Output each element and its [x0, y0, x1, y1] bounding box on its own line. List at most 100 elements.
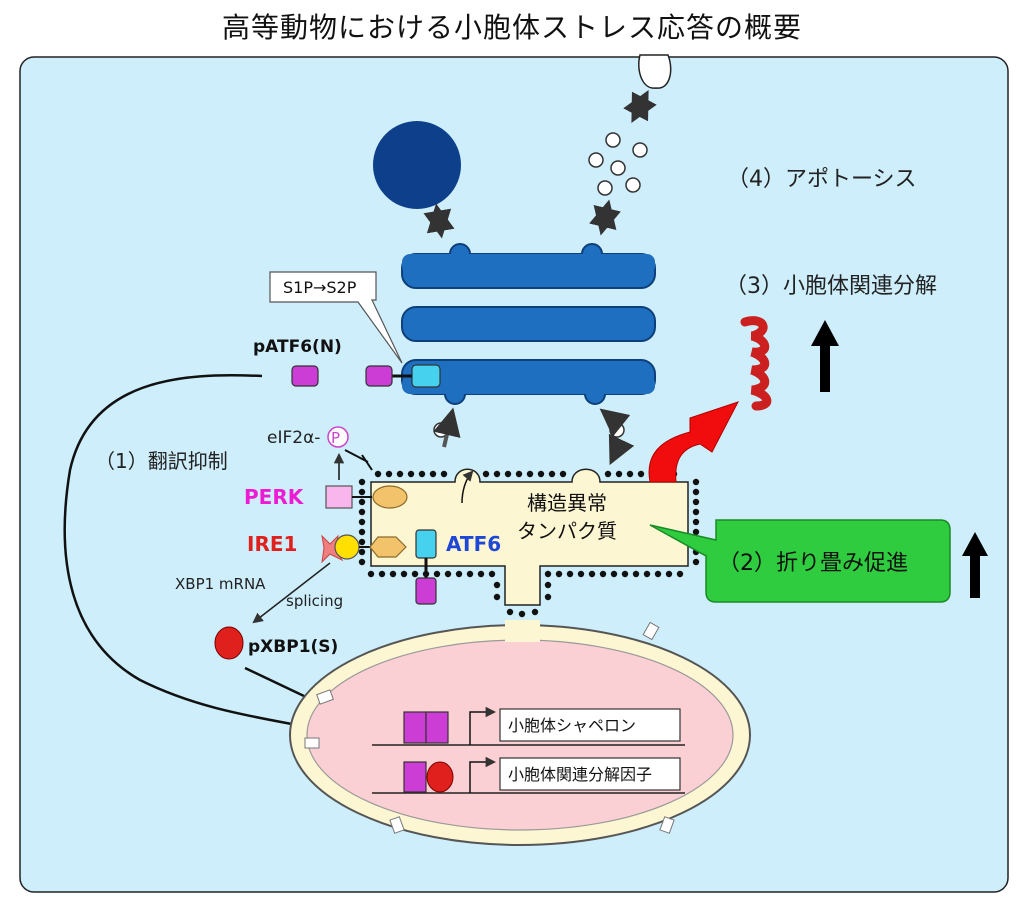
- s1p-s2p-label: S1P→S2P: [283, 278, 357, 297]
- ribosome-dot: [358, 508, 366, 516]
- ribosome-dot: [599, 570, 607, 578]
- ribosome-dot: [526, 470, 534, 478]
- ribosome-dot: [692, 498, 700, 506]
- ribosome-dot: [615, 470, 623, 478]
- phospho-circle: [327, 426, 349, 448]
- ribosome-dot: [665, 570, 673, 578]
- ribosome-dot: [626, 470, 634, 478]
- xbp1-mrna-label: XBP1 mRNA: [175, 575, 266, 593]
- gene-erad-row: 小胞体関連分解因子: [372, 756, 685, 794]
- perk-receptor: [325, 485, 353, 509]
- ribosome-dot: [604, 470, 612, 478]
- atf6-er-cyan: [415, 529, 437, 559]
- degraded-protein: [740, 316, 772, 411]
- s1p-s2p-callout: S1P→S2P: [269, 271, 403, 364]
- ribosome-dot: [493, 593, 501, 601]
- gene-chaperone-label: 小胞体シャペロン: [508, 716, 636, 735]
- ire1-luminal: [369, 536, 407, 558]
- erad-label: （3）小胞体関連分解: [725, 274, 937, 299]
- ribosome-dot: [643, 570, 651, 578]
- erad-red-arrow: [648, 401, 740, 483]
- atf6-n-fragment: [365, 365, 393, 387]
- ribosome-dot: [555, 570, 563, 578]
- misfolded-protein-label-1: 構造異常: [527, 491, 607, 515]
- ribosome-dot: [504, 470, 512, 478]
- splicing-label: splicing: [286, 592, 343, 610]
- folding-label: （2）折り畳み促進: [718, 551, 908, 576]
- ribosome-dot: [506, 608, 514, 616]
- ribosome-dot: [632, 570, 640, 578]
- ribosome-dot: [559, 470, 567, 478]
- gene-chaperone-row: 小胞体シャペロン: [372, 706, 685, 746]
- ribosome-dot: [378, 570, 386, 578]
- folding-up-arrow: [962, 532, 988, 598]
- ribosome-dot: [477, 570, 485, 578]
- ribosome-dot: [429, 470, 437, 478]
- ribosome-dot: [515, 470, 523, 478]
- ribosome-dot: [692, 528, 700, 536]
- perk-label: PERK: [244, 485, 305, 509]
- ribosome-dot: [411, 570, 419, 578]
- ribosome-dot: [374, 470, 382, 478]
- ribosome-dot: [440, 470, 448, 478]
- ribosome-dot: [358, 498, 366, 506]
- ribosome-dot: [610, 570, 618, 578]
- translation-label: （1）翻訳抑制: [95, 449, 228, 473]
- ribosome-dot: [637, 470, 645, 478]
- ribosome-dot: [385, 470, 393, 478]
- ribosome-dot: [518, 610, 526, 618]
- ribosome-dot: [444, 570, 452, 578]
- pxbp1s-label: pXBP1(S): [248, 637, 338, 657]
- ribosome-dot: [358, 548, 366, 556]
- ire1-label: IRE1: [247, 532, 297, 556]
- nuclear-pore: [304, 621, 675, 834]
- ribosome-dot: [544, 570, 552, 578]
- ribosome-dot: [358, 478, 366, 486]
- ribosome-dot: [692, 558, 700, 566]
- ribosome-dot: [358, 528, 366, 536]
- ribosome-dot: [493, 581, 501, 589]
- ribosome-dot: [588, 570, 596, 578]
- ribosome-dot: [544, 593, 552, 601]
- folding-callout: （2）折り畳み促進: [649, 519, 951, 603]
- ribosome-dot: [407, 470, 415, 478]
- ribosome-dot: [358, 518, 366, 526]
- atf6-golgi-cyan: [411, 364, 441, 388]
- ribosome-dot: [482, 470, 490, 478]
- apoptosis-label: （4）アポトーシス: [727, 167, 917, 192]
- erad-up-arrow: [811, 320, 839, 392]
- ribosome-dot: [692, 518, 700, 526]
- ribosome-dot: [692, 478, 700, 486]
- endoplasmic-reticulum: [370, 468, 689, 606]
- ribosome-dot: [466, 570, 474, 578]
- ribosome-dot: [537, 470, 545, 478]
- ribosome-dot: [692, 508, 700, 516]
- ribosome-dot: [367, 570, 375, 578]
- ribosome-dot: [488, 570, 496, 578]
- ribosome-dot: [577, 570, 585, 578]
- ribosome-dot: [621, 570, 629, 578]
- ribosome-dot: [566, 570, 574, 578]
- gene-erad-label: 小胞体関連分解因子: [508, 765, 652, 784]
- secreted-vesicle: [373, 121, 461, 209]
- phospho-label: P: [331, 429, 340, 447]
- ribosome-dot: [358, 558, 366, 566]
- ribosome-dot: [676, 570, 684, 578]
- ribosome-dot: [692, 488, 700, 496]
- ribosome-dot: [400, 570, 408, 578]
- ribosome-dot: [531, 608, 539, 616]
- ribosome-dot: [358, 488, 366, 496]
- patf6n-box: [291, 365, 319, 387]
- ribosome-dot: [455, 570, 463, 578]
- ribosome-dot: [548, 470, 556, 478]
- ire1-receptor: [334, 534, 360, 560]
- ribosome-dot: [396, 470, 404, 478]
- page-title: 高等動物における小胞体ストレス応答の概要: [221, 11, 802, 44]
- misfolded-protein-label-2: タンパク質: [517, 519, 617, 543]
- cell-background: [19, 56, 1009, 893]
- ribosome-dot: [389, 570, 397, 578]
- patf6n-label: pATF6(N): [253, 337, 342, 357]
- ribosome-dot: [418, 470, 426, 478]
- apoptosis-group: [373, 54, 672, 239]
